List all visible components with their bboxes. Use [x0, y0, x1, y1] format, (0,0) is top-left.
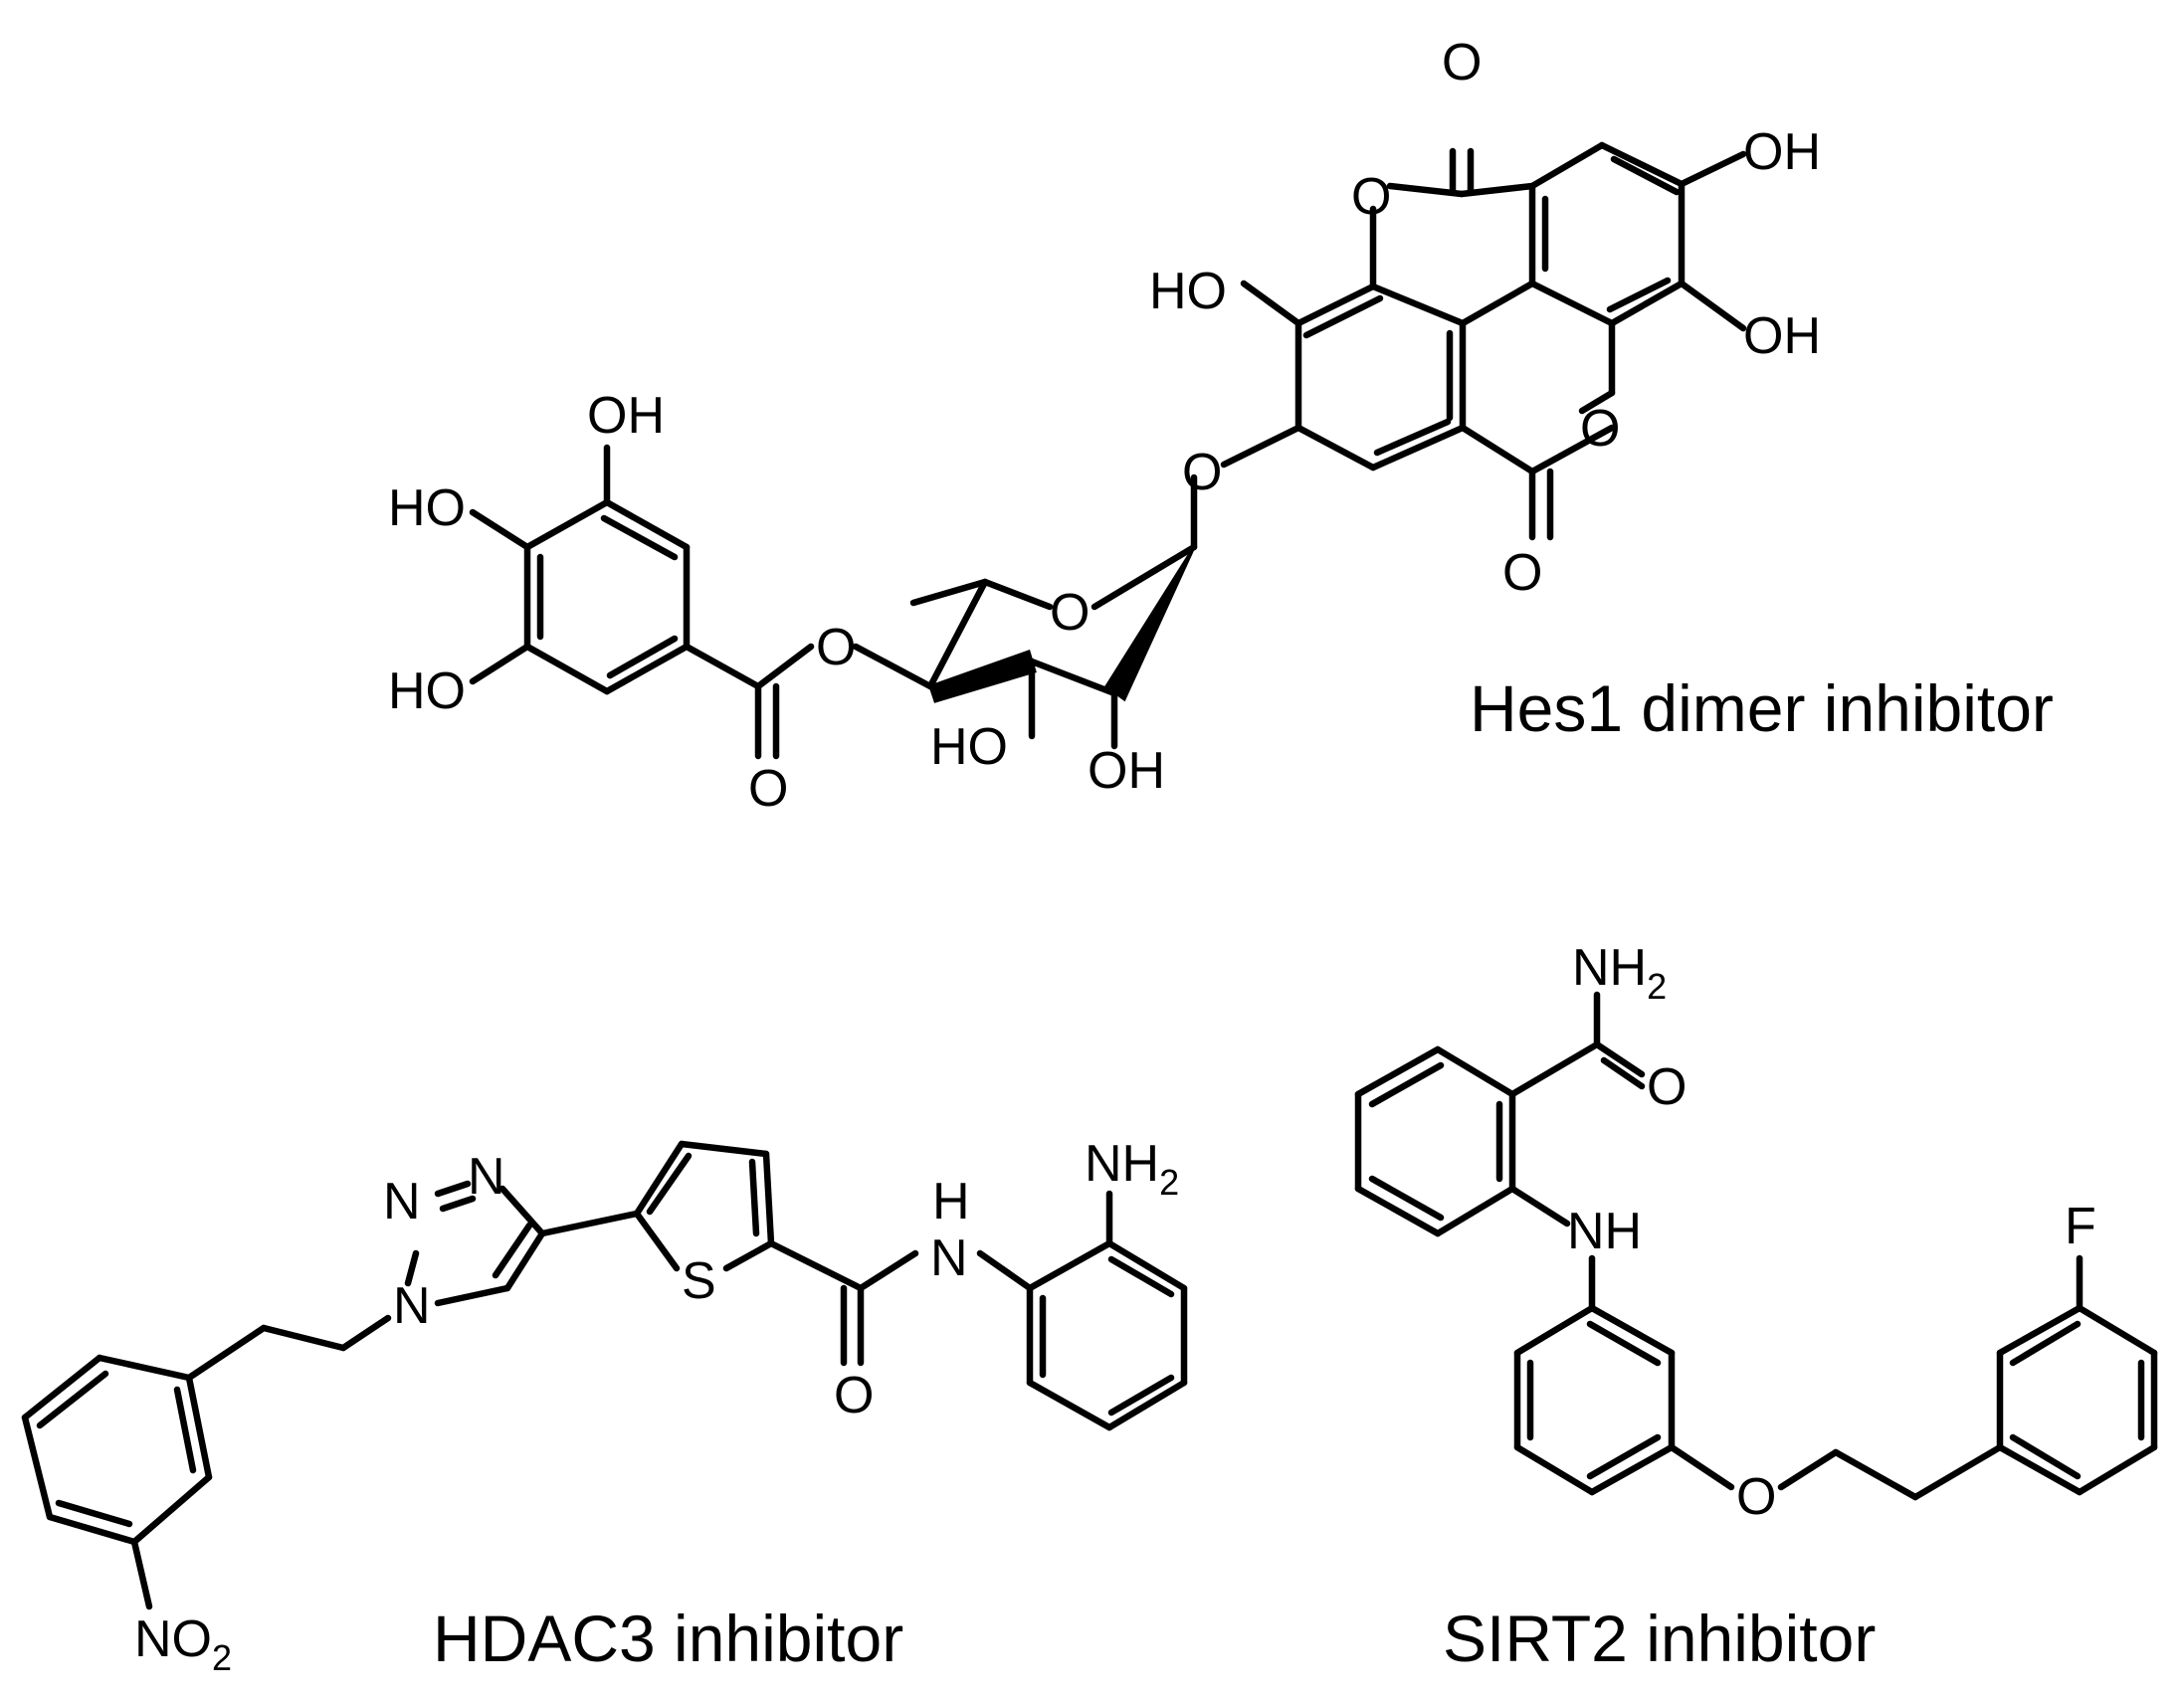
hes1-gallate-hydroxyl-middle: HO: [388, 479, 466, 537]
hes1-sugar-ring-oxygen: O: [1050, 584, 1090, 642]
hdac3-triazole-n1: N: [468, 1148, 505, 1206]
hes1-carbonyl-oxygen-top: O: [1442, 34, 1482, 92]
hes1-caption: Hes1 dimer inhibitor: [1470, 671, 2054, 745]
hes1-sugar-hydroxyl-left: HO: [930, 718, 1008, 776]
hes1-carbonyl-oxygen-bottom: O: [1502, 544, 1542, 602]
sirt2-amide-oxygen: O: [1647, 1058, 1687, 1116]
hes1-hydroxyl-left: HO: [1149, 263, 1227, 320]
hdac3-inhibitor-structure: N N N S H N O NH2 NO2 HDAC3 inhibitor: [21, 1135, 1188, 1678]
hdac3-amide-oxygen: O: [834, 1367, 874, 1424]
hes1-ester-carbonyl-oxygen: O: [748, 760, 788, 818]
hes1-gallate-hydroxyl-bottom: HO: [388, 662, 466, 720]
hdac3-amide-hydrogen: H: [932, 1173, 970, 1230]
hdac3-nitro-group: NO2: [134, 1610, 232, 1678]
sirt2-caption: SIRT2 inhibitor: [1443, 1602, 1876, 1675]
hdac3-amino-group: NH2: [1085, 1135, 1179, 1203]
hes1-ring-oxygen-lower: O: [1580, 400, 1620, 458]
hes1-dimer-inhibitor-structure: O O OH OH HO O O O O O O HO OH OH HO HO …: [388, 34, 2054, 818]
hdac3-triazole-n2: N: [383, 1173, 421, 1230]
hdac3-amide-nitrogen: N: [930, 1229, 968, 1287]
hes1-ring-oxygen-upper: O: [1351, 168, 1391, 226]
hes1-hydroxyl-right: OH: [1743, 307, 1821, 365]
sirt2-inhibitor-structure: NH2 O NH O F SIRT2 inhibitor: [1354, 939, 2158, 1675]
hes1-gallate-hydroxyl-top: OH: [587, 387, 665, 445]
hes1-sugar-hydroxyl-right: OH: [1088, 742, 1165, 800]
sirt2-amine-nh: NH: [1567, 1203, 1642, 1260]
sirt2-fluorine: F: [2065, 1198, 2096, 1255]
hes1-hydroxyl-top-right: OH: [1743, 123, 1821, 181]
hdac3-caption: HDAC3 inhibitor: [433, 1602, 903, 1675]
hes1-ester-oxygen: O: [816, 619, 856, 676]
sirt2-ether-oxygen: O: [1736, 1468, 1776, 1526]
hes1-ether-oxygen: O: [1182, 444, 1222, 501]
hdac3-thiophene-sulfur: S: [682, 1252, 716, 1310]
hdac3-triazole-n3: N: [393, 1277, 431, 1335]
sirt2-amide-amino-group: NH2: [1572, 939, 1667, 1007]
